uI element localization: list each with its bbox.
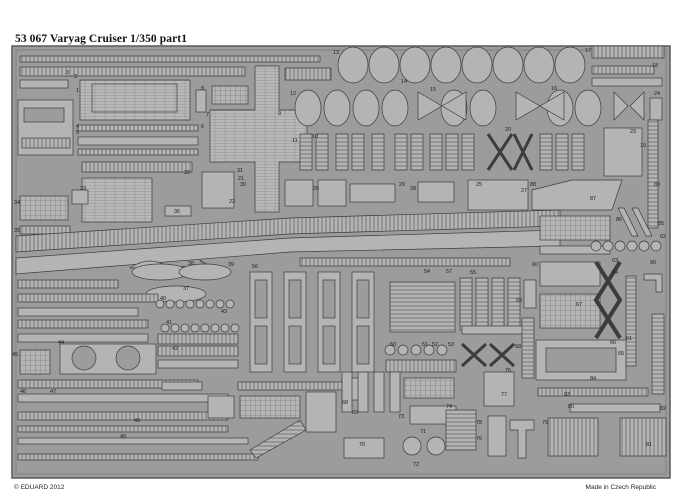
part-number-label: 45 (12, 352, 18, 358)
part-number-label: 1 (76, 88, 79, 94)
part-number-label: 39 (228, 262, 234, 268)
etched-parts (15, 45, 667, 461)
part-number-label: 19 (640, 143, 646, 149)
part-number-label: 14 (401, 79, 407, 85)
part-number-label: 36 (174, 209, 180, 215)
part-number-label: 5 (76, 130, 79, 136)
part-number-label: 84 (590, 376, 596, 382)
part-number-label: 38 (188, 261, 194, 267)
part-number-label: 69 (352, 410, 358, 416)
part-number-label: 21 (238, 176, 244, 182)
part-number-label: 83 (564, 392, 570, 398)
part-number-label: 22 (229, 199, 235, 205)
part-number-label: 89 (654, 182, 660, 188)
part-number-label: 4 (76, 124, 79, 130)
part-number-label: 53 (448, 342, 454, 348)
part-number-label: 49 (120, 434, 126, 440)
part-number-label: 41 (166, 320, 172, 326)
part-number-label: 16 (551, 86, 557, 92)
part-number-label: 3 (66, 70, 69, 76)
part-number-label: 26 (313, 186, 319, 192)
part-number-label: 35 (14, 228, 20, 234)
part-number-label: 54 (424, 269, 430, 275)
part-number-label: 20 (505, 127, 511, 133)
part-number-label: 59 (516, 298, 522, 304)
part-number-label: 65 (618, 351, 624, 357)
sheet-title: 53 067 Varyag Cruiser 1/350 part1 (15, 33, 188, 45)
part-number-label: 25 (476, 182, 482, 188)
part-number-label: 12 (290, 91, 296, 97)
part-number-label: 48 (134, 418, 140, 424)
part-number-label: 82 (660, 406, 666, 412)
part-number-label: 70 (359, 442, 365, 448)
part-number-label: 86 (616, 217, 622, 223)
part-number-label: 75 (505, 368, 511, 374)
part-number-label: 79 (542, 420, 548, 426)
copyright-label: © EDUARD 2012 (14, 484, 65, 491)
part-number-label: 58 (515, 344, 521, 350)
part-number-label: 42 (172, 346, 178, 352)
part-number-label: 56 (252, 264, 258, 270)
part-number-label: 13 (333, 50, 339, 56)
part-number-label: 77 (501, 392, 507, 398)
part-number-label: 37 (183, 286, 189, 292)
part-number-label: 55 (470, 270, 476, 276)
part-number-label: 11 (292, 138, 298, 144)
part-number-label: 52 (432, 342, 438, 348)
part-number-label: 66 (610, 340, 616, 346)
part-number-label: 17 (585, 48, 591, 54)
part-number-label: 46 (20, 389, 26, 395)
part-number-label: 10 (312, 134, 318, 140)
part-number-label: 76 (476, 436, 482, 442)
part-number-label: 57 (446, 269, 452, 275)
part-number-label: 28 (410, 186, 416, 192)
part-number-label: 9 (278, 111, 281, 117)
part-number-label: 51 (422, 342, 428, 348)
part-number-label: 29 (399, 182, 405, 188)
part-number-label: 15 (430, 87, 436, 93)
part-number-label: 24 (654, 91, 660, 97)
part-number-label: 44 (58, 340, 64, 346)
part-number-label: 34 (14, 200, 20, 206)
part-number-label: 33 (80, 186, 86, 192)
part-number-label: 40 (160, 296, 166, 302)
part-number-label: 68 (342, 400, 348, 406)
part-number-label: 18 (652, 63, 658, 69)
part-number-label: 85 (658, 221, 664, 227)
part-number-label: 43 (221, 309, 227, 315)
part-number-label: 81 (646, 442, 652, 448)
part-number-label: 47 (50, 389, 56, 395)
part-number-label: 7 (206, 112, 209, 118)
part-number-label: 27 (521, 188, 527, 194)
part-number-label: 74 (446, 404, 452, 410)
part-number-label: 73 (398, 414, 404, 420)
part-number-label: 6 (201, 124, 204, 130)
part-number-label: 87 (590, 196, 596, 202)
part-number-label: 72 (413, 462, 419, 468)
part-number-labels: 1 2 3 4 5 6 7 8 9 10 11 12 13 14 15 16 1… (12, 48, 666, 468)
part-number-label: 2 (74, 74, 77, 80)
part-number-label: 60 (532, 262, 538, 268)
part-number-label: 63 (612, 258, 618, 264)
part-number-label: 64 (612, 270, 618, 276)
part-number-label: 50 (390, 342, 396, 348)
part-number-label: 90 (650, 260, 656, 266)
part-number-label: 30 (240, 182, 246, 188)
part-number-label: 61 (626, 336, 632, 342)
part-number-label: 67 (576, 302, 582, 308)
part-number-label: 8 (201, 86, 204, 92)
part-number-label: 80 (568, 404, 574, 410)
part-number-label: 88 (530, 182, 536, 188)
part-number-label: 78 (476, 420, 482, 426)
part-number-label: 32 (184, 170, 190, 176)
part-number-label: 31 (237, 168, 243, 174)
origin-label: Made in Czech Republic (585, 484, 656, 491)
part-number-label: 71 (420, 429, 426, 435)
part-number-label: 23 (630, 129, 636, 135)
part-number-label: 62 (660, 234, 666, 240)
